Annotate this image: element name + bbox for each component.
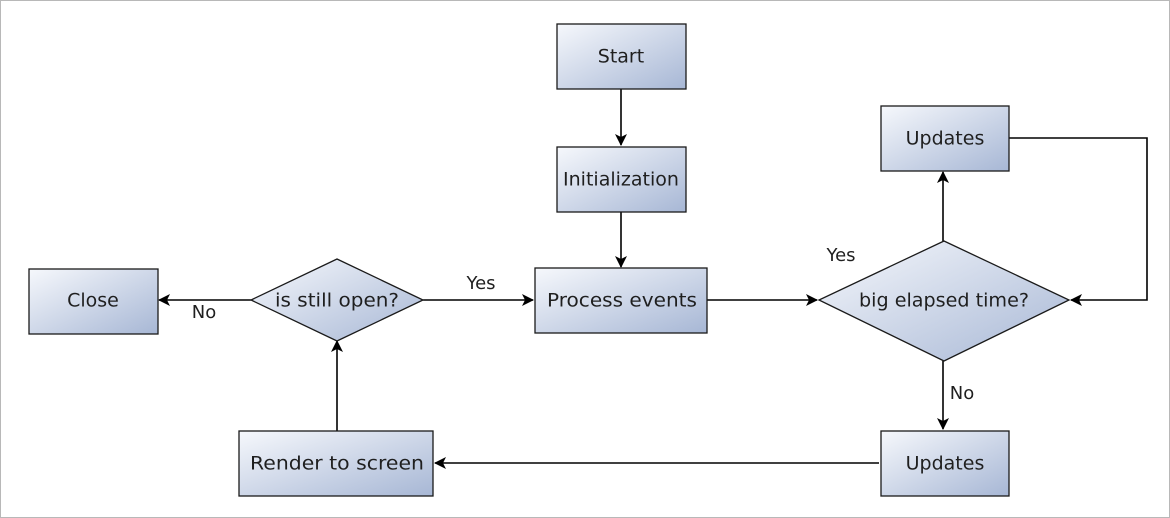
edge-updates-top-loop	[1009, 137, 1148, 306]
node-is-still-open-label: is still open?	[275, 290, 399, 312]
edge-label-yes-open: Yes	[465, 273, 495, 294]
node-updates-top: Updates	[880, 105, 1010, 172]
node-process-events: Process events	[534, 267, 708, 334]
node-updates-bottom-shape	[880, 430, 1010, 497]
edge-label-no-open: No	[192, 302, 216, 323]
edge-label-yes-elapsed: Yes	[825, 245, 855, 266]
node-close: Close	[28, 268, 159, 335]
node-start-shape	[556, 23, 687, 90]
node-initialization: Initialization	[556, 146, 687, 213]
node-initialization-shape	[556, 146, 687, 213]
node-big-elapsed-time: big elapsed time?	[817, 240, 1071, 362]
node-render-to-screen: Render to screen	[238, 430, 434, 497]
node-updates-bottom: Updates	[880, 430, 1010, 497]
node-is-still-open: is still open?	[249, 258, 425, 342]
node-close-label: Close	[67, 290, 119, 312]
node-process-events-shape	[534, 267, 708, 334]
edges	[158, 89, 1148, 469]
node-close-shape	[28, 268, 159, 335]
edge-label-no-elapsed: No	[950, 383, 974, 404]
node-big-elapsed-time-shape	[817, 240, 1071, 362]
node-big-elapsed-time-label: big elapsed time?	[859, 290, 1029, 312]
node-start: Start	[556, 23, 687, 90]
node-updates-top-shape	[880, 105, 1010, 172]
node-initialization-label: Initialization	[563, 169, 679, 191]
node-start-label: Start	[598, 46, 644, 68]
node-render-to-screen-label: Render to screen	[250, 453, 424, 475]
node-process-events-label: Process events	[547, 290, 697, 312]
node-updates-top-label: Updates	[906, 128, 985, 150]
node-is-still-open-shape	[249, 258, 425, 342]
node-updates-bottom-label: Updates	[906, 453, 985, 475]
node-render-to-screen-shape	[238, 430, 434, 497]
